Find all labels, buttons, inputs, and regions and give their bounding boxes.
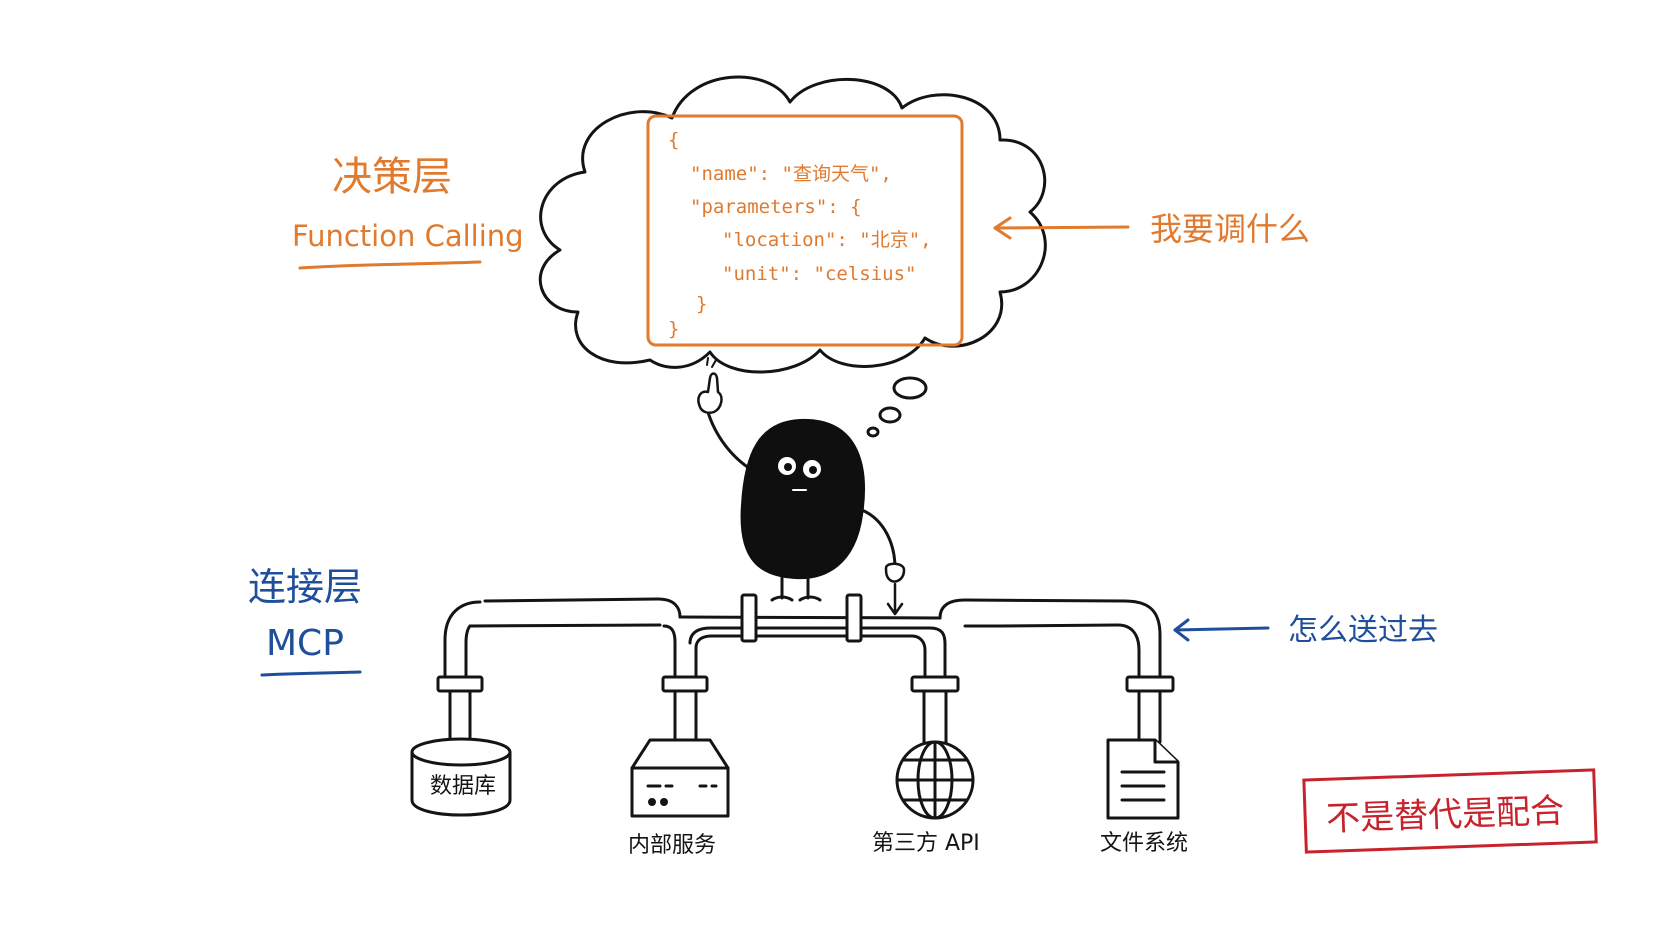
code-line: "parameters": { bbox=[690, 196, 862, 218]
decision-layer-subtitle: Function Calling bbox=[292, 219, 524, 253]
thought-bubbles bbox=[866, 376, 928, 438]
connection-underline bbox=[260, 670, 362, 677]
code-line: "unit": "celsius" bbox=[722, 263, 916, 285]
code-box bbox=[646, 114, 964, 347]
decision-underline bbox=[298, 260, 482, 270]
server-icon bbox=[630, 738, 730, 818]
globe-icon bbox=[895, 740, 975, 820]
database-label: 数据库 bbox=[430, 774, 496, 799]
code-line: } bbox=[668, 318, 679, 340]
code-block: { "name": "查询天气", "parameters": { "locat… bbox=[668, 129, 932, 340]
third-party-api-label: 第三方 API bbox=[872, 831, 980, 856]
connection-layer-subtitle: MCP bbox=[266, 623, 344, 664]
file-system-label: 文件系统 bbox=[1100, 831, 1188, 856]
database-icon bbox=[410, 737, 512, 817]
stamp: 不是替代是配合 bbox=[1302, 768, 1598, 854]
connection-layer-title: 连接层 bbox=[248, 565, 362, 609]
internal-service-label: 内部服务 bbox=[628, 833, 716, 858]
connection-annotation: 怎么送过去 bbox=[1288, 613, 1438, 648]
code-line: } bbox=[696, 293, 707, 315]
connection-arrow bbox=[1173, 618, 1270, 642]
code-line: "location": "北京", bbox=[722, 229, 932, 251]
code-line: { bbox=[668, 129, 679, 151]
thought-cloud bbox=[538, 75, 1047, 374]
decision-annotation: 我要调什么 bbox=[1150, 210, 1310, 248]
file-icon bbox=[1106, 738, 1180, 820]
character-body bbox=[740, 418, 865, 580]
character bbox=[697, 357, 906, 616]
pipe-network bbox=[443, 597, 1162, 744]
stamp-text: 不是替代是配合 bbox=[1326, 791, 1565, 839]
code-line: "name": "查询天气", bbox=[690, 163, 892, 185]
decision-arrow bbox=[993, 216, 1130, 240]
decision-layer-title: 决策层 bbox=[332, 154, 452, 200]
pipe-collars bbox=[436, 593, 1175, 693]
